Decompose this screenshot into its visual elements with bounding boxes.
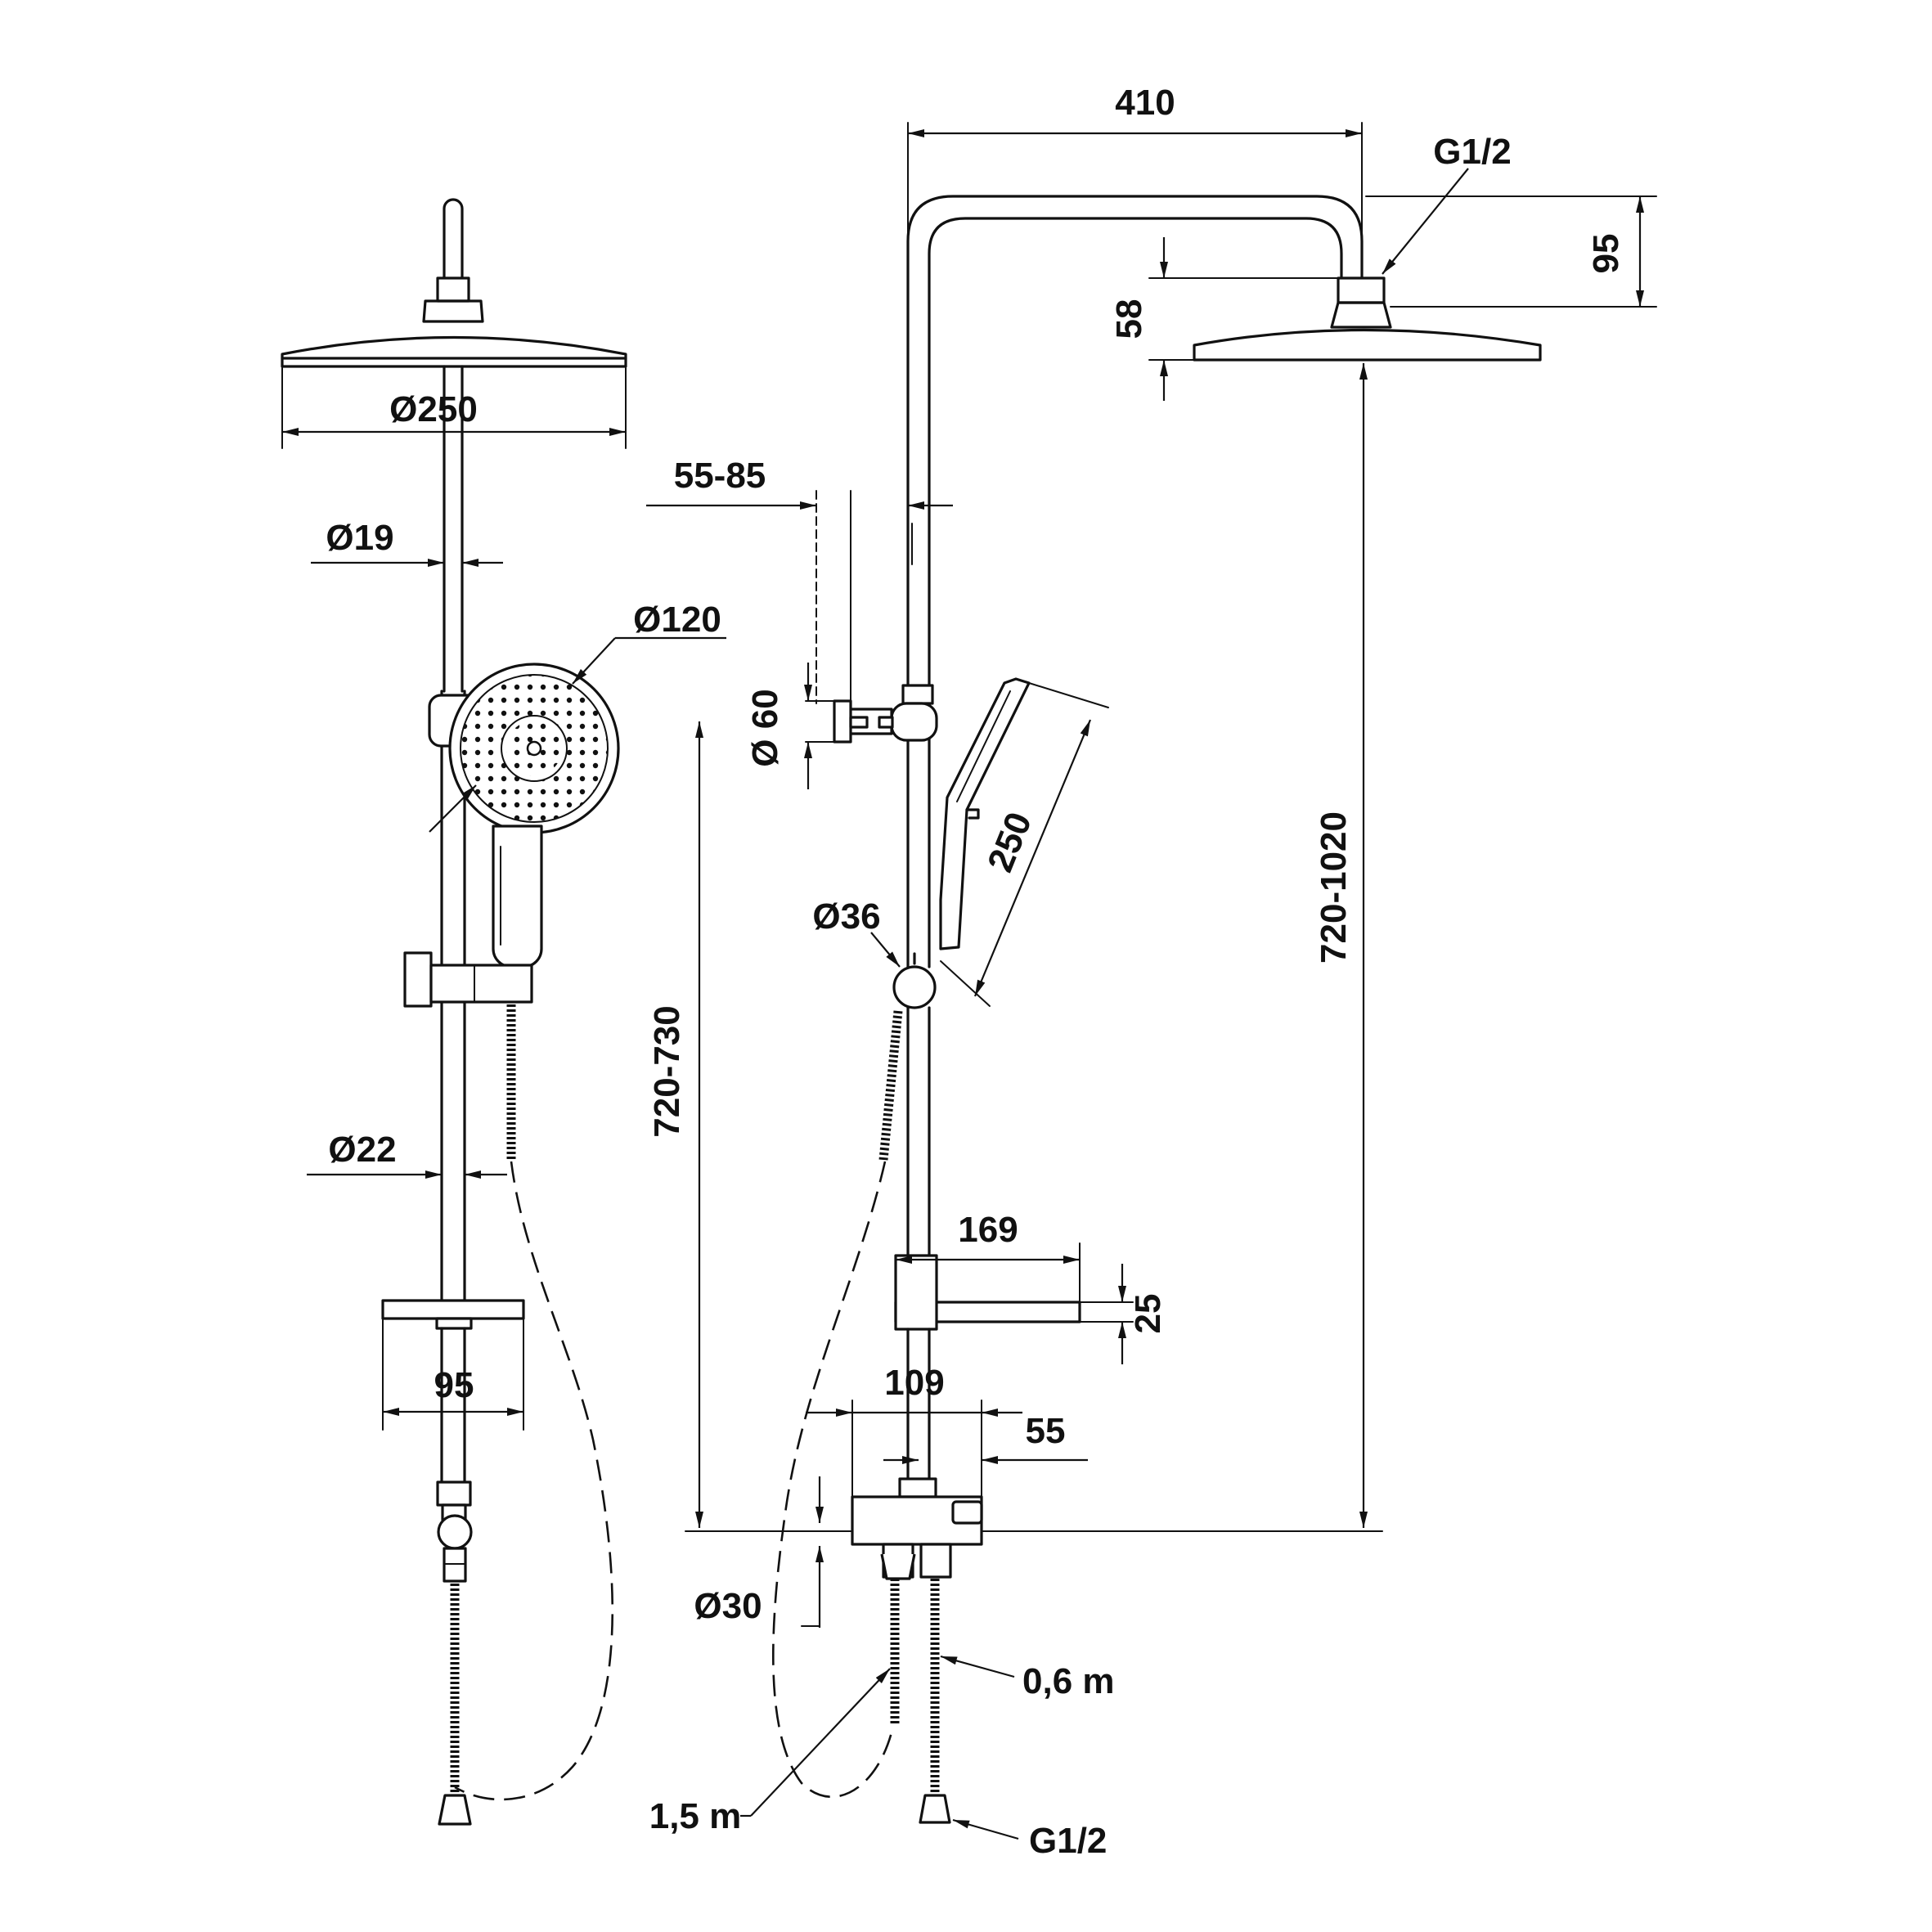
dim-shelf-width: 95 — [434, 1365, 474, 1405]
lower-bracket — [436, 1480, 472, 1507]
dim-mixer-outlet: 55 — [1026, 1411, 1066, 1451]
dim-lower-height: 720-730 — [647, 1005, 687, 1137]
head-nut — [436, 276, 470, 303]
dim-hand-shower: Ø120 — [633, 600, 721, 640]
dim-pipe: Ø30 — [694, 1586, 762, 1626]
dim-inlet: G1/2 — [1029, 1821, 1107, 1861]
wall-bracket — [890, 702, 938, 742]
overhead-shower-head — [281, 335, 627, 368]
dim-knob: Ø36 — [812, 896, 880, 937]
dim-shelf-depth: 169 — [958, 1210, 1018, 1250]
mixer-body — [851, 1495, 983, 1546]
slider-body — [429, 964, 533, 1004]
dim-hose-long: 1,5 m — [649, 1796, 742, 1836]
riser-outer — [906, 195, 1364, 687]
slider-knob — [403, 951, 433, 1008]
mixer-top — [898, 1477, 937, 1498]
side-view: 410 G1/2 95 58 55-85 Ø 60 250 — [646, 83, 1657, 1861]
side-inlet — [919, 1794, 951, 1824]
diverter-knob — [437, 1514, 473, 1550]
head-feed-stub — [443, 198, 464, 280]
front-view: Ø250 Ø19 Ø120 Ø22 95 — [281, 198, 726, 1826]
riser-inner — [928, 217, 1343, 687]
hand-shower-hose — [454, 1161, 614, 1801]
dim-upper-tube: Ø19 — [326, 518, 393, 558]
bracket-cap — [901, 684, 934, 705]
inlet-fitting — [438, 1794, 472, 1826]
dim-lower-tube: Ø22 — [328, 1130, 396, 1170]
side-overhead-head — [1193, 328, 1542, 362]
dim-head-connection: G1/2 — [1433, 132, 1511, 172]
dim-wall-distance: 55-85 — [674, 456, 766, 496]
head-connector — [422, 299, 484, 323]
dim-hand-length: 250 — [980, 806, 1040, 877]
shelf — [381, 1299, 525, 1320]
dim-head-height: 95 — [1586, 234, 1626, 274]
dim-arm-reach: 410 — [1115, 83, 1175, 123]
side-head-nut — [1337, 276, 1386, 304]
dim-mixer-width: 109 — [884, 1363, 944, 1403]
dim-shelf-thickness: 25 — [1128, 1294, 1168, 1334]
dim-bracket: Ø 60 — [745, 689, 785, 766]
dim-hose-short: 0,6 m — [1022, 1661, 1115, 1701]
dim-head-diameter: Ø250 — [389, 389, 478, 429]
side-knob — [892, 965, 937, 1009]
side-hose-dashed — [772, 1161, 895, 1798]
dim-total-height: 720-1020 — [1314, 811, 1354, 964]
dim-head-drop: 58 — [1109, 299, 1149, 339]
